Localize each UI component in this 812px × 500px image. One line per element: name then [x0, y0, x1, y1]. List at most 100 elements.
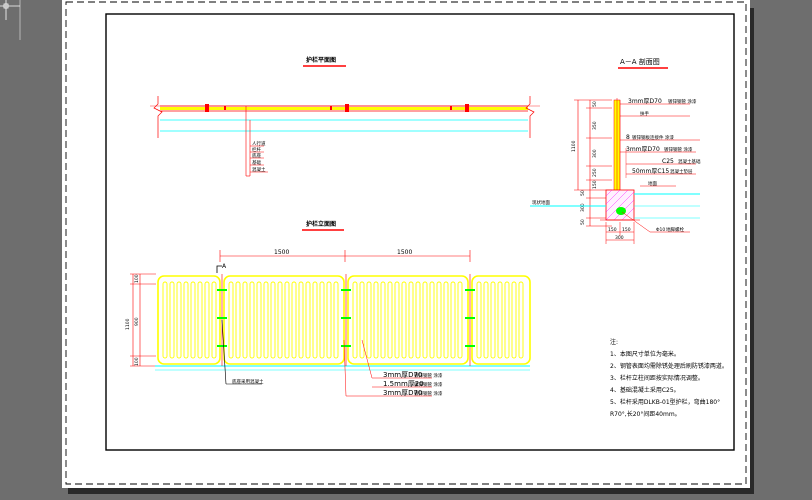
sec-dim-2: 300 [592, 149, 598, 158]
elev-dim-left-1: 900 [134, 317, 140, 326]
sec-label-2: 8 [626, 134, 630, 141]
sec-dim-width: 300 [615, 235, 624, 241]
fence-baluster [518, 281, 524, 359]
sec-label-tag-3: 镀锌钢管 涂漆 [664, 146, 693, 153]
fence-baluster [183, 281, 189, 359]
sec-dim-4: 150 [592, 180, 598, 189]
section-view: A－A 剖面图 1100 50 350 300 250 150 50 300 5… [530, 57, 701, 244]
fence-baluster [169, 281, 175, 359]
elevation-view: 护栏立面图 1500 1500 A 1100 100 900 100 底 [125, 220, 531, 397]
notes-heading: 注: [610, 338, 618, 346]
sec-label-4: C25 [662, 158, 674, 165]
post-clamp [341, 345, 351, 347]
sec-dim-total: 1100 [571, 140, 577, 152]
fence-baluster [277, 281, 283, 359]
elev-dim-left-2: 100 [134, 357, 140, 366]
fence-baluster [291, 281, 297, 359]
fence-baluster [457, 281, 463, 359]
fence-panel-frame [157, 275, 221, 365]
elev-callout-left: 底座采用混凝土 [232, 378, 264, 385]
fence-baluster [422, 281, 428, 359]
fence-baluster [256, 281, 262, 359]
fence-baluster [408, 281, 414, 359]
fence-baluster [483, 281, 489, 359]
sec-dim-bottom-1: 150 [622, 227, 631, 233]
note-last-line: R70°,长20°间距40mm。 [610, 410, 681, 418]
post-marks [217, 274, 475, 366]
fence-baluster [511, 281, 517, 359]
sec-dim-lower-1: 300 [580, 203, 586, 212]
fence-baluster [249, 281, 255, 359]
sec-label-tag-7: 地脚螺栓 [666, 226, 684, 233]
fence-baluster [263, 281, 269, 359]
sec-dim-lower-2: 50 [580, 219, 586, 225]
elev-dim-left-0: 100 [134, 274, 140, 283]
fence-baluster [162, 281, 168, 359]
sec-label-5: 50mm厚C15 [632, 168, 669, 175]
fence-panel-frame [471, 275, 531, 365]
sec-label-0: 3mm厚D70 [628, 98, 662, 105]
fence-baluster [197, 281, 203, 359]
sec-label-1: 扶手 [640, 110, 649, 117]
sec-label-3: 3mm厚D70 [626, 146, 660, 153]
drawing-frame [105, 13, 735, 451]
sec-label-tag-2: 镀锌钢板连接件 涂漆 [632, 134, 674, 141]
post-clamp [217, 289, 227, 291]
fence-panels [157, 275, 531, 365]
fence-baluster [443, 281, 449, 359]
section-title: A－A 剖面图 [620, 57, 660, 66]
ucs-crosshair-icon [0, 0, 21, 40]
fence-baluster [204, 281, 210, 359]
sec-label-tag-6: 地面 [648, 180, 657, 187]
post-clamp [465, 345, 475, 347]
sec-label-7: Φ10 [656, 227, 665, 233]
elev-callout-1: 1.5mm厚20 [383, 380, 424, 388]
fence-baluster [359, 281, 365, 359]
elev-dim-top-0: 1500 [274, 249, 289, 256]
fence-baluster [429, 281, 435, 359]
fence-baluster [284, 281, 290, 359]
plan-view: 护栏平面图 人行道 栏杆 底座 [150, 56, 540, 177]
fence-baluster [490, 281, 496, 359]
sec-dim-0: 50 [592, 101, 598, 107]
sec-left-tag: 现状地面 [532, 199, 550, 206]
note-item-3: 4、基础混凝土采用C25。 [610, 386, 680, 394]
fence-baluster [415, 281, 421, 359]
plan-title: 护栏平面图 [306, 56, 336, 64]
fence-baluster [211, 281, 217, 359]
note-item-1: 2、钢管表面均需除锈处理后刷防锈漆两道。 [610, 362, 728, 370]
elev-callout-tag-0: 镀锌钢管 涂漆 [414, 372, 443, 379]
plan-callout-3: 基础 [252, 159, 261, 166]
post-clamp [465, 317, 475, 319]
fence-baluster [333, 281, 339, 359]
sec-dim-lower-0: 50 [580, 190, 586, 196]
fence-baluster [504, 281, 510, 359]
plan-callout-4: 混凝土 [252, 166, 266, 173]
fence-baluster [476, 281, 482, 359]
fence-baluster [298, 281, 304, 359]
note-item-0: 1、本图尺寸单位为毫米。 [610, 350, 680, 358]
sec-label-tag-5: 混凝土垫层 [670, 168, 693, 175]
fence-baluster [270, 281, 276, 359]
sec-dim-bottom-0: 150 [608, 227, 617, 233]
sec-dim-3: 250 [592, 168, 598, 177]
post-clamp [341, 289, 351, 291]
elev-callout-tag-2: 镀锌钢管 涂漆 [414, 390, 443, 397]
plan-callouts: 人行道 栏杆 底座 基础 混凝土 [250, 140, 268, 173]
note-item-4: 5、栏杆采用DLKB-01型护栏，弯曲180° [610, 398, 720, 406]
fence-panel-frame [347, 275, 469, 365]
fence-baluster [401, 281, 407, 359]
fence-baluster [235, 281, 241, 359]
sheet-dashed-border [65, 1, 747, 485]
plan-callout-2: 底座 [252, 152, 261, 159]
fence-baluster [366, 281, 372, 359]
post-clamp [341, 317, 351, 319]
fence-baluster [497, 281, 503, 359]
post-clamp [217, 345, 227, 347]
paper-sheet [62, 0, 750, 488]
fence-panel-frame [223, 275, 345, 365]
sec-label-tag-0: 镀锌钢管 涂漆 [668, 98, 697, 105]
post-clamp [217, 317, 227, 319]
fence-baluster [436, 281, 442, 359]
